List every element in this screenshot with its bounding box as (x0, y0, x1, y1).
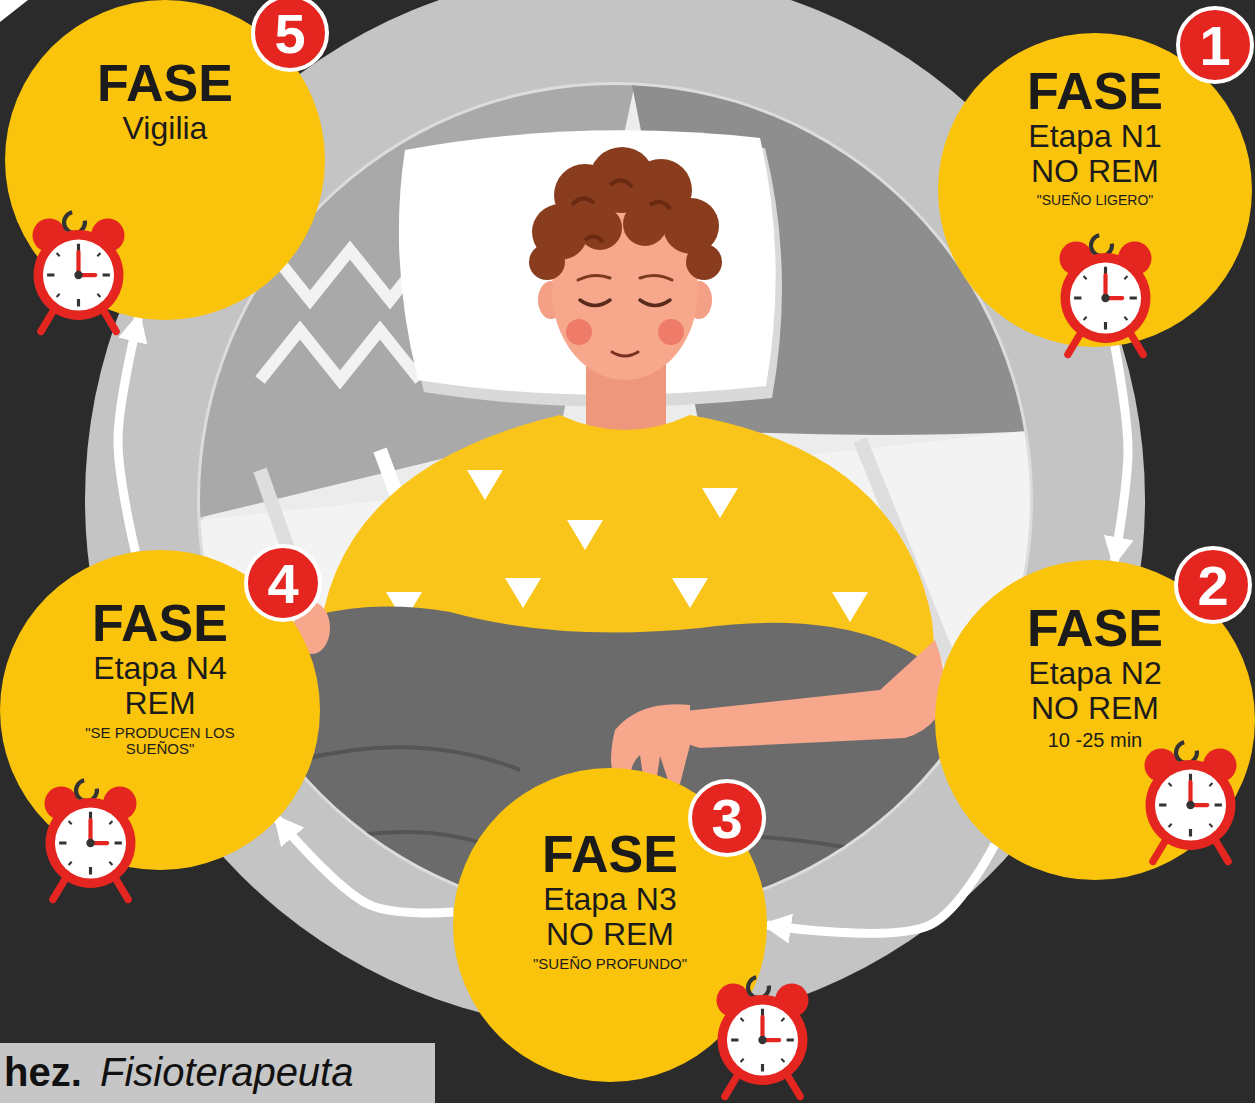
number-badge (246, 546, 320, 620)
phase-outline (938, 33, 1252, 347)
shirt-triangle (505, 578, 541, 608)
credit-text: Fisioterapeuta (100, 1050, 353, 1095)
cycle-arrow (1114, 346, 1128, 561)
pillow (399, 130, 776, 394)
phase-disc (0, 550, 320, 870)
number-badge (1178, 8, 1252, 82)
phase-text: NO REM (1031, 691, 1159, 726)
phase-text-block: FASEVigilia (45, 55, 285, 146)
blanket-fold (300, 747, 860, 850)
phase-text: Etapa N4 (93, 651, 226, 686)
phase-text-block: FASEEtapa N4REM "SE PRODUCEN LOS SUEÑOS" (70, 595, 250, 758)
alarm-clock (717, 977, 809, 1096)
hair-curl (529, 244, 565, 280)
phase-disc (5, 0, 325, 320)
phase-heading: FASE (97, 55, 233, 111)
hair-curl (623, 202, 667, 246)
phase-text-block: FASEEtapa N2NO REM 10 -25 min (975, 600, 1215, 752)
shirt-triangle (702, 488, 738, 518)
credit-box (0, 1043, 435, 1103)
closed-eyes (580, 300, 670, 306)
cycle-arrow (277, 819, 453, 913)
alarm-clock (33, 212, 125, 331)
phase-text: NO REM (546, 917, 674, 952)
phase-text-block: FASEEtapa N1NO REM "SUEÑO LIGERO" (975, 63, 1215, 208)
phase-circle: FASEEtapa N4REM "SE PRODUCEN LOS SUEÑOS" (0, 550, 320, 870)
phase-heading: FASE (1027, 63, 1163, 119)
callout-number: 2 (1176, 548, 1250, 622)
shirt-triangle (467, 470, 503, 500)
blanket (250, 607, 968, 924)
phase-text: NO REM (1031, 154, 1159, 189)
callout-number: 4 (246, 546, 320, 620)
phase-outline (935, 560, 1255, 880)
phase-text: "SUEÑO LIGERO" (1037, 193, 1154, 208)
phase-text: "SE PRODUCEN LOS SUEÑOS" (70, 725, 250, 757)
alarm-clock (45, 780, 137, 899)
shirt-triangle (672, 578, 708, 608)
phase-outline (5, 0, 325, 320)
phase-disc (935, 560, 1255, 880)
phase-text: Etapa N3 (543, 882, 676, 917)
number-badge (253, 0, 327, 70)
phase-heading: FASE (542, 826, 678, 882)
phase-circle: FASEEtapa N2NO REM 10 -25 min (935, 560, 1255, 880)
phase-disc (453, 768, 767, 1082)
phase-text: Vigilia (123, 111, 208, 146)
hair-curl (686, 244, 722, 280)
credit-text: hez. (4, 1050, 82, 1095)
phase-text: Etapa N1 (1028, 119, 1161, 154)
callout-number: 3 (690, 781, 764, 855)
hand (611, 704, 690, 790)
alarm-clock (1060, 235, 1152, 354)
phase-text: 10 -25 min (1048, 730, 1143, 752)
callout-number: 1 (1178, 8, 1252, 82)
shirt-triangle (832, 592, 868, 622)
alarm-clock (1145, 742, 1237, 861)
phase-circle: FASEEtapa N1NO REM "SUEÑO LIGERO" (938, 33, 1252, 347)
hair (529, 147, 722, 280)
mouth (612, 352, 638, 356)
sleeper-illustration (190, 60, 1050, 940)
shirt-triangle (567, 520, 603, 550)
phase-circle: FASEEtapa N3NO REM "SUEÑO PROFUNDO" (453, 768, 767, 1082)
hair-detail (572, 180, 670, 242)
hair-curl (578, 206, 622, 250)
phase-text: REM (124, 686, 195, 721)
cheek (566, 319, 592, 345)
callout-number: 5 (253, 0, 327, 70)
eyebrows (578, 275, 672, 280)
cycle-ring (85, 0, 1145, 1030)
phase-text: Etapa N2 (1028, 656, 1161, 691)
phase-outline (0, 550, 320, 870)
cycle-arrow (118, 318, 139, 552)
zigzag (260, 330, 420, 380)
arm (674, 640, 945, 748)
number-badge (1176, 548, 1250, 622)
cycle-arrow (767, 845, 995, 934)
number-badge (690, 781, 764, 855)
phase-disc (938, 33, 1252, 347)
cheek (658, 319, 684, 345)
shirt-pattern (386, 470, 868, 622)
phase-text: "SUEÑO PROFUNDO" (533, 956, 687, 972)
phase-heading: FASE (1027, 600, 1163, 656)
phase-outline (453, 768, 767, 1082)
corner-mark (0, 0, 28, 22)
phase-heading: FASE (92, 595, 228, 651)
phase-circle: FASEVigilia (5, 0, 325, 320)
hand (294, 602, 330, 654)
phase-text-block: FASEEtapa N3NO REM "SUEÑO PROFUNDO" (490, 826, 730, 972)
